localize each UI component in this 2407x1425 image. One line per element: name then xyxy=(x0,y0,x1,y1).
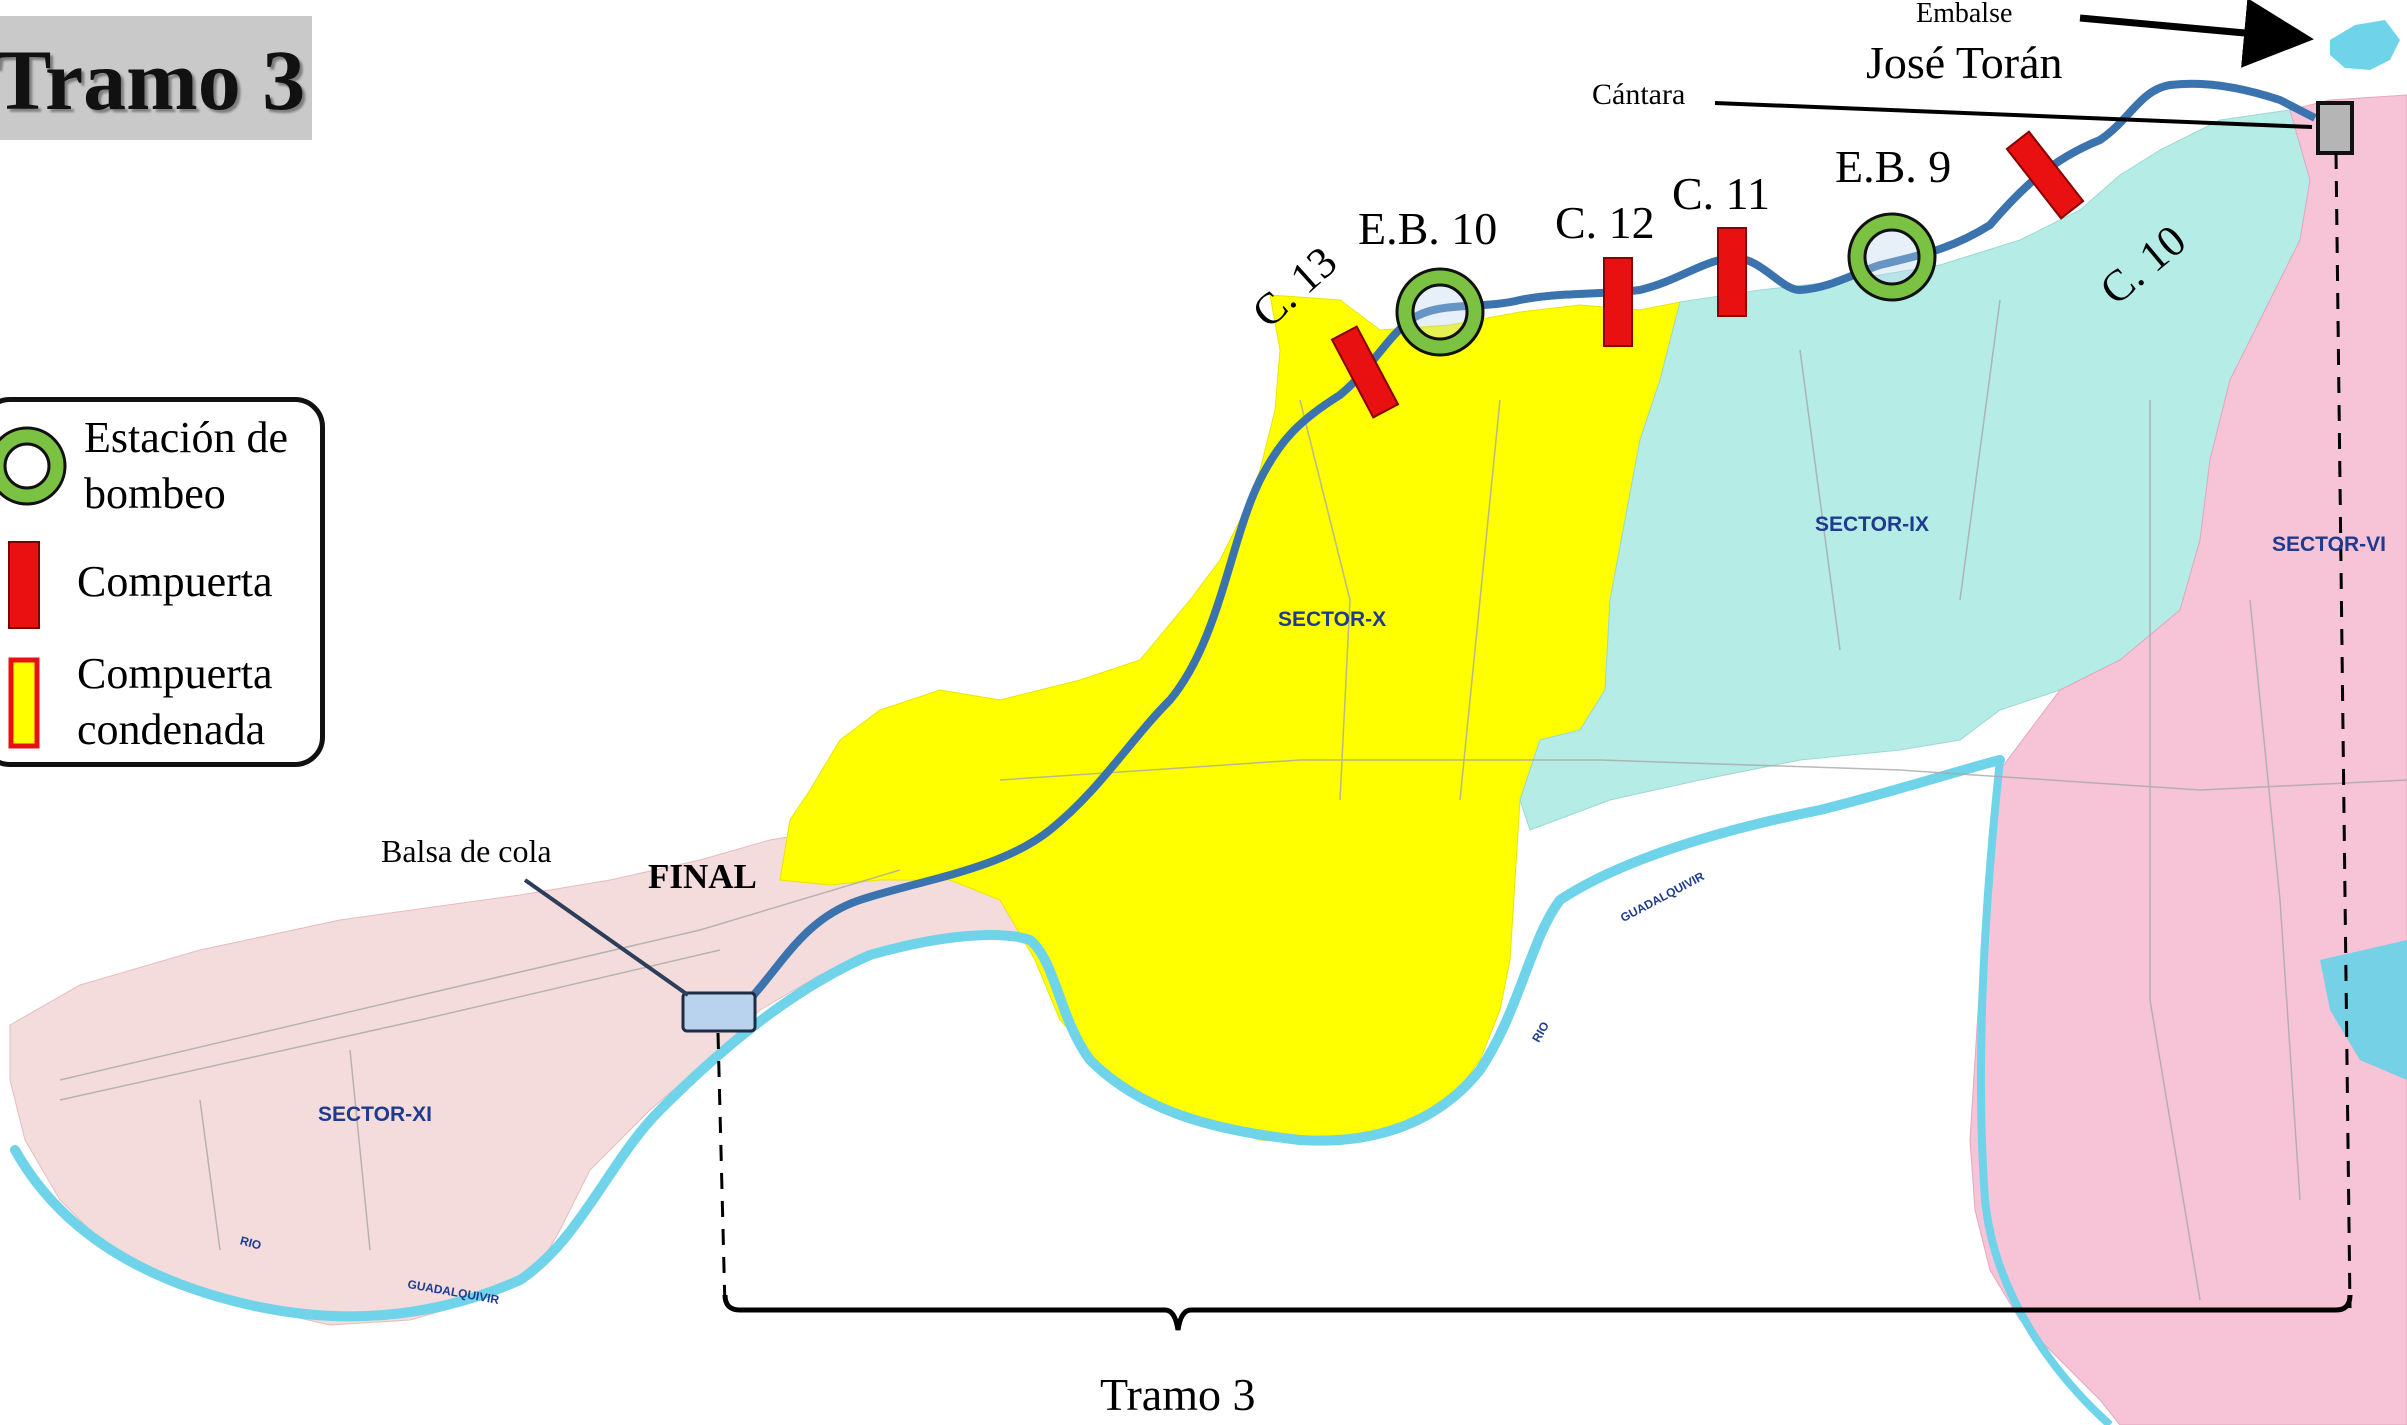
legend-gate-label: Compuerta xyxy=(77,557,273,606)
sector-x-area xyxy=(779,294,1681,1146)
gates-layer xyxy=(1330,130,2085,419)
dashed-guide-right xyxy=(2334,152,2352,1309)
cantara-label: Cántara xyxy=(1592,78,1686,111)
tail-pond-label: Balsa de cola xyxy=(381,833,552,869)
cantara-box xyxy=(2316,101,2354,155)
pump-marker-eb9 xyxy=(1847,212,1937,302)
title-box: Tramo 3 xyxy=(0,16,312,140)
dashed-guide-left xyxy=(716,1032,727,1309)
gate-marker-c12 xyxy=(1603,257,1633,347)
reservoir-label-line2: José Torán xyxy=(1866,37,2063,88)
legend-pump-label-2: bombeo xyxy=(84,469,226,518)
pump-station-icon-inner xyxy=(3,442,51,490)
pump-marker-eb10-ring xyxy=(1398,270,1482,354)
sector-label-vi: SECTOR-VI xyxy=(2272,533,2386,556)
river-guadalquivir xyxy=(10,755,2005,1322)
reservoir-arrow xyxy=(2079,0,2314,68)
legend-panel: Estación de bombeo Compuerta Compuerta c… xyxy=(0,397,325,767)
sector-label-x: SECTOR-X xyxy=(1278,608,1387,631)
cantara-arrow xyxy=(1714,101,2313,129)
sector-label-xi: SECTOR-XI xyxy=(318,1103,432,1126)
pump-marker-eb10-inner xyxy=(1411,283,1469,341)
pump-marker-eb9-ring xyxy=(1850,215,1934,299)
gate-label-c11: C. 11 xyxy=(1672,168,1770,219)
canal-path xyxy=(737,79,2317,1013)
tail-pond-arrow xyxy=(523,878,690,997)
legend-condemned-label-1: Compuerta xyxy=(77,649,273,698)
condemned-gate-icon xyxy=(8,657,40,749)
pump-label-eb10: E.B. 10 xyxy=(1358,203,1498,254)
gate-marker-c13 xyxy=(1330,325,1400,419)
legend-pump-label-1: Estación de xyxy=(84,413,289,462)
sector-xi-area xyxy=(9,829,1051,1326)
east-water xyxy=(2320,940,2407,1080)
sector-label-ix: SECTOR-IX xyxy=(1815,513,1929,536)
pump-marker-eb9-inner xyxy=(1863,228,1921,286)
pump-station-icon-outline xyxy=(0,426,67,506)
pump-label-eb9: E.B. 9 xyxy=(1835,141,1952,192)
gate-label-c12: C. 12 xyxy=(1555,197,1655,248)
pumps-layer xyxy=(1395,212,1937,357)
road-lines xyxy=(59,299,2407,1301)
gate-icon xyxy=(8,541,40,629)
legend-condemned-label-2: condenada xyxy=(77,705,266,754)
pump-marker-eb10-outline xyxy=(1395,267,1485,357)
legend-symbols xyxy=(0,426,67,749)
pump-marker-eb9-outline xyxy=(1847,212,1937,302)
river-east-branch xyxy=(1976,759,2113,1425)
span-label: Tramo 3 xyxy=(1100,1369,1256,1420)
gate-marker-c10 xyxy=(2005,130,2085,220)
gate-marker-c11 xyxy=(1717,227,1747,317)
tail-pond-box xyxy=(681,991,757,1033)
reservoir-label-line1: Embalse xyxy=(1916,0,2013,29)
end-label: FINAL xyxy=(648,857,757,896)
pump-marker-eb10 xyxy=(1395,267,1485,357)
span-brace xyxy=(722,1294,2353,1331)
reservoir-shape xyxy=(2330,20,2400,70)
page-title: Tramo 3 xyxy=(0,32,306,128)
